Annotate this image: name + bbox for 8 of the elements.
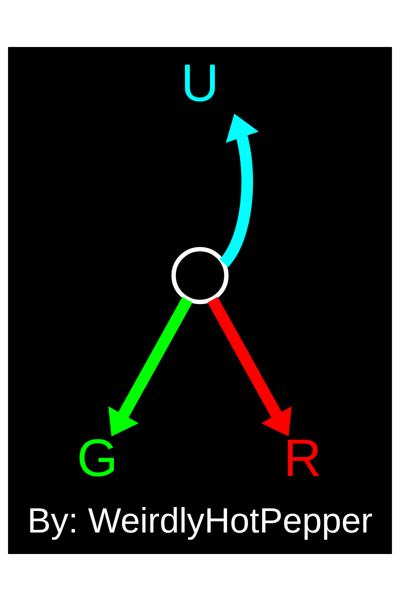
- node-text: G: [76, 428, 118, 488]
- caption: By: WeirdlyHotPepper: [27, 500, 373, 540]
- node-text: R: [284, 428, 322, 488]
- arrow: [108, 296, 193, 436]
- node-circle: [171, 246, 229, 304]
- node-text: U: [180, 53, 220, 112]
- arrow: [219, 113, 259, 266]
- arrow: [207, 296, 292, 436]
